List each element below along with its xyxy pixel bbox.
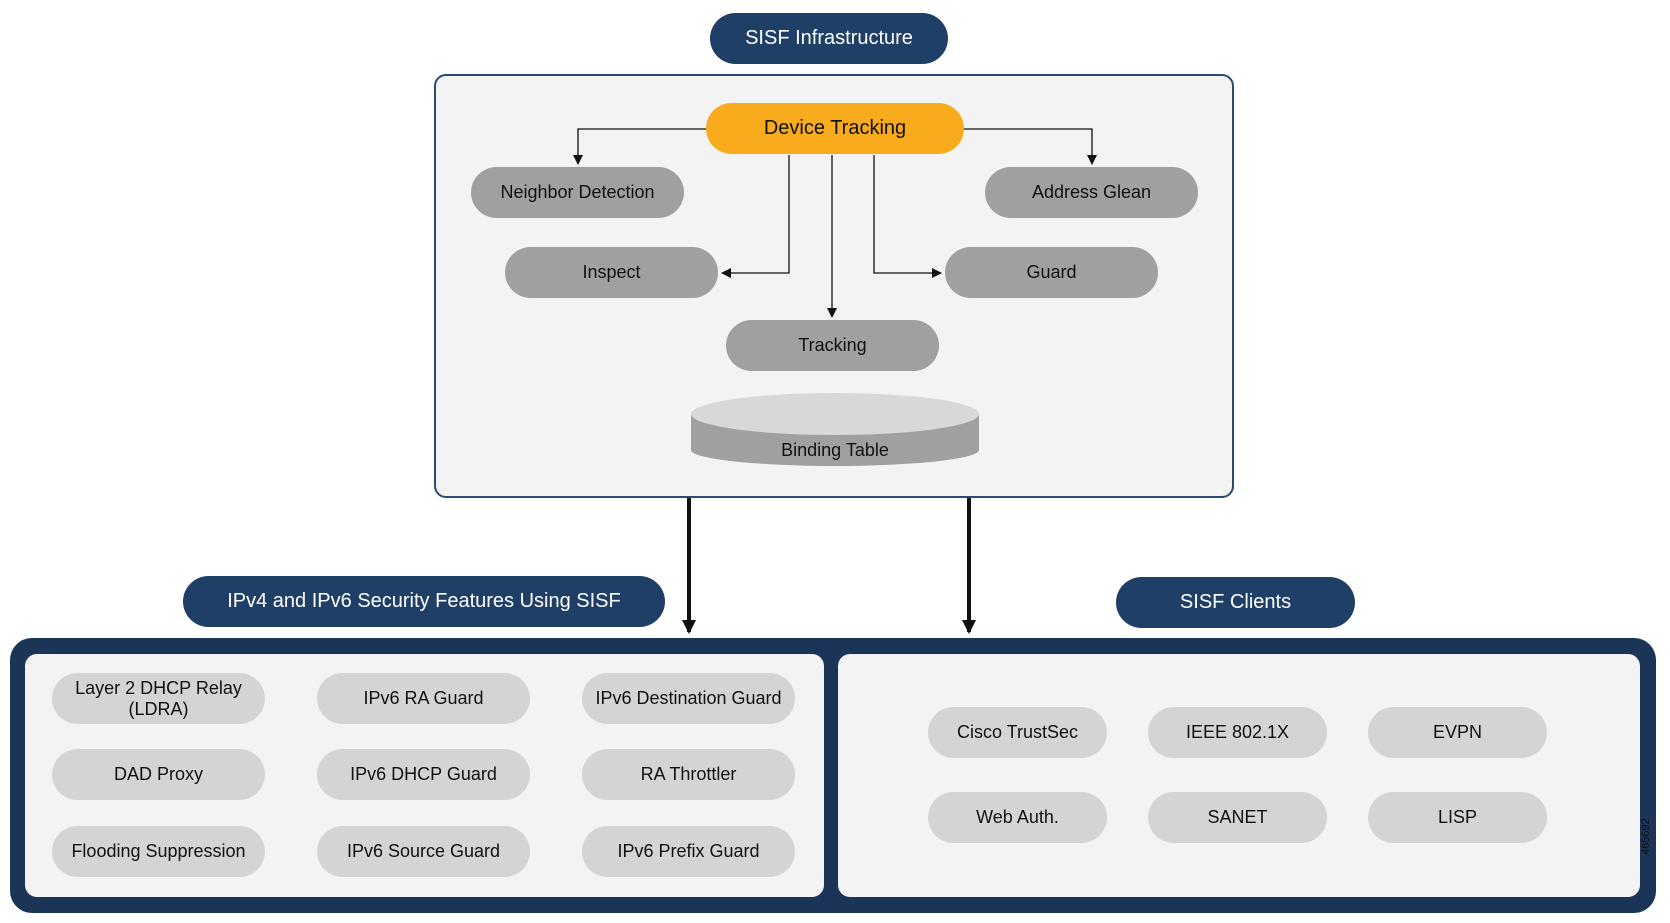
feature-ipv6-destination-guard: IPv6 Destination Guard [582, 673, 795, 724]
feature-ipv6-ra-guard: IPv6 RA Guard [317, 673, 530, 724]
sisf-clients-panel [838, 654, 1640, 897]
feature-ra-throttler: RA Throttler [582, 749, 795, 800]
neighbor-detection-node: Neighbor Detection [471, 167, 684, 218]
client-evpn: EVPN [1368, 707, 1547, 758]
feature-ipv6-prefix-guard: IPv6 Prefix Guard [582, 826, 795, 877]
figure-id: 465692 [1640, 818, 1652, 855]
binding-table-label: Binding Table [781, 440, 889, 460]
feature-ipv6-source-guard: IPv6 Source Guard [317, 826, 530, 877]
client-ieee-8021x: IEEE 802.1X [1148, 707, 1327, 758]
feature-ldra: Layer 2 DHCP Relay (LDRA) [52, 673, 265, 724]
device-tracking-node: Device Tracking [706, 103, 964, 154]
arrow-to-inspect [721, 155, 790, 278]
arrow-to-address-glean [964, 128, 1097, 165]
client-sanet: SANET [1148, 792, 1327, 843]
feature-dad-proxy: DAD Proxy [52, 749, 265, 800]
feature-ipv6-dhcp-guard: IPv6 DHCP Guard [317, 749, 530, 800]
address-glean-node: Address Glean [985, 167, 1198, 218]
client-cisco-trustsec: Cisco TrustSec [928, 707, 1107, 758]
tracking-node: Tracking [726, 320, 939, 371]
arrow-to-guard [873, 155, 942, 278]
sisf-infrastructure-title: SISF Infrastructure [710, 13, 948, 64]
security-features-title: IPv4 and IPv6 Security Features Using SI… [183, 576, 665, 627]
binding-table-cylinder [691, 393, 979, 466]
inspect-node: Inspect [505, 247, 718, 298]
sisf-clients-title: SISF Clients [1116, 577, 1355, 628]
client-web-auth: Web Auth. [928, 792, 1107, 843]
guard-node: Guard [945, 247, 1158, 298]
arrow-to-neighbor-detection [573, 128, 708, 165]
client-lisp: LISP [1368, 792, 1547, 843]
feature-flooding-suppression: Flooding Suppression [52, 826, 265, 877]
